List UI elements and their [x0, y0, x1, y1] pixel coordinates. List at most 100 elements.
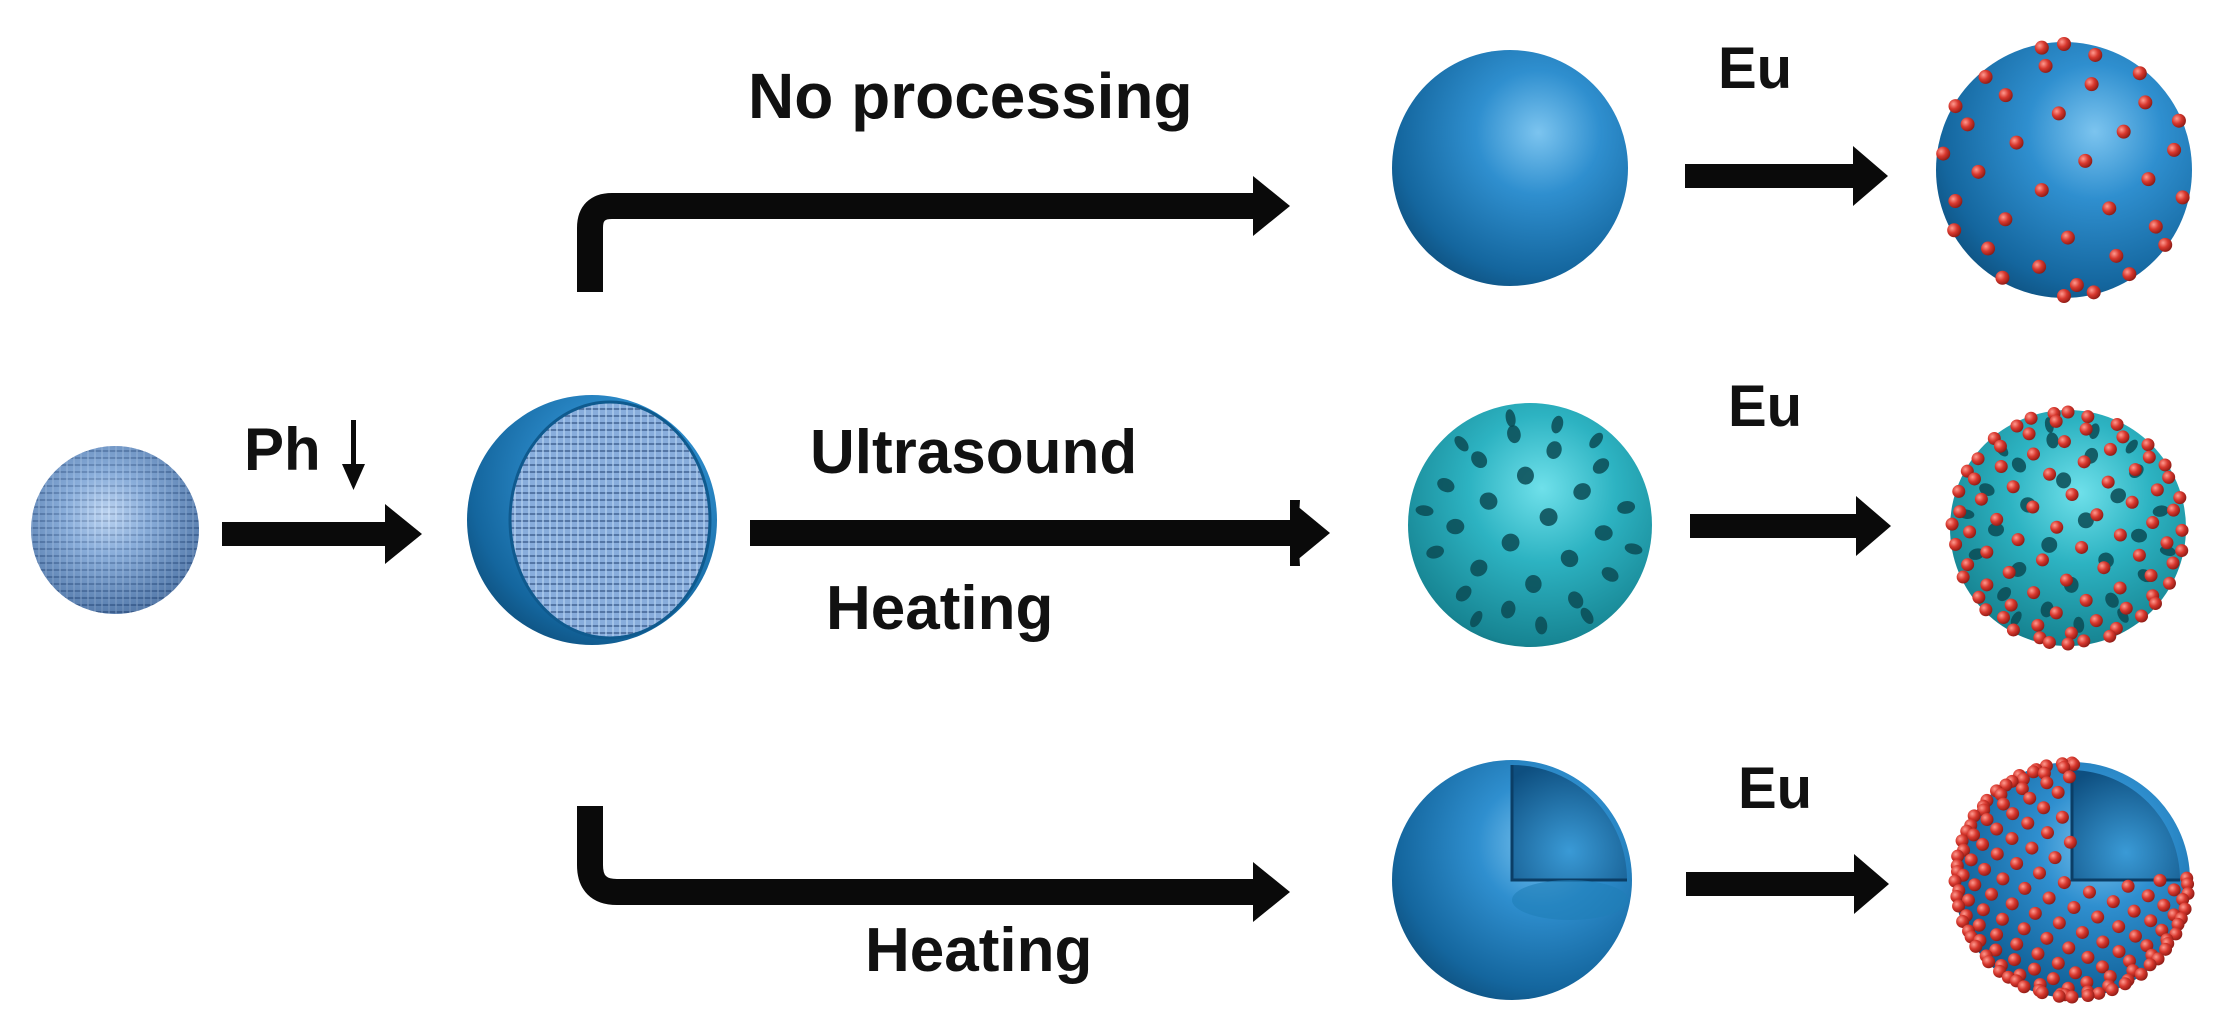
- eu-particle: [2051, 106, 2066, 121]
- eu-particle: [2040, 931, 2054, 945]
- eu-particle: [2121, 879, 2135, 893]
- eu-particle: [2101, 475, 2115, 489]
- eu-particle: [2034, 183, 2049, 198]
- pore: [2152, 505, 2169, 517]
- eu-particle: [2010, 419, 2024, 433]
- eu-particle: [2167, 883, 2181, 897]
- pore: [1592, 458, 1610, 474]
- eu-particle: [2160, 536, 2174, 550]
- eu-particle: [2023, 791, 2037, 805]
- eu-particle: [2132, 66, 2147, 81]
- pore: [1415, 505, 1434, 517]
- eu-particle: [1990, 928, 2004, 942]
- pore: [2011, 457, 2027, 473]
- arrow-eu-middle: [1690, 496, 1891, 556]
- eu-particle: [2141, 438, 2155, 452]
- eu-particle: [2119, 601, 2133, 615]
- eu-particle: [2048, 851, 2062, 865]
- eu-particle: [2146, 516, 2160, 530]
- eu-particle: [1995, 912, 2009, 926]
- eu-particle: [2150, 483, 2164, 497]
- eu-particle: [1982, 955, 1996, 969]
- eu-particle: [2063, 835, 2077, 849]
- eu-particle: [1974, 492, 1988, 506]
- eu-particle: [2027, 447, 2040, 461]
- eu-particle: [2106, 895, 2120, 909]
- eu-particle: [2067, 757, 2081, 771]
- eu-particle: [2038, 58, 2053, 73]
- eu-particle: [2097, 561, 2111, 575]
- eu-particle: [1980, 545, 1994, 559]
- eu-particle: [2051, 956, 2065, 970]
- eu-particle: [1999, 778, 2013, 792]
- pore: [1501, 533, 1520, 552]
- eu-particle: [1984, 887, 1998, 901]
- eu-particle: [2035, 553, 2049, 567]
- eu-particle: [2086, 285, 2101, 300]
- pore: [1997, 587, 2012, 602]
- pore: [1455, 585, 1472, 602]
- eu-particle: [2103, 629, 2117, 643]
- eu-particle: [1980, 812, 1994, 826]
- eu-particle: [2034, 40, 2049, 55]
- eu-particle: [2138, 95, 2153, 110]
- starting-textured-sphere: [31, 446, 199, 614]
- eu-particle: [1948, 99, 1963, 114]
- shell-with-core-sphere: [467, 395, 717, 645]
- eu-particle: [2118, 977, 2132, 991]
- eu-particle: [2032, 866, 2046, 880]
- eu-particle: [2042, 635, 2056, 649]
- arrow-eu-top: [1685, 146, 1888, 206]
- pore: [2105, 592, 2119, 608]
- eu-particle: [2031, 947, 2045, 961]
- eu-particle: [1995, 270, 2010, 285]
- eu-particle: [1967, 472, 1981, 486]
- eu-particle: [1990, 847, 2004, 861]
- eu-particle: [2004, 598, 2018, 612]
- eu-particle: [2064, 626, 2078, 640]
- label-eu-top: Eu: [1718, 36, 1793, 101]
- pore: [1479, 492, 1498, 510]
- eu-particle: [2141, 889, 2155, 903]
- eu-particle: [2021, 816, 2035, 830]
- eu-particle: [2065, 488, 2079, 502]
- eu-particle: [2002, 565, 2016, 579]
- eu-particle: [2052, 989, 2066, 1003]
- eu-decorated-hollow-sphere: [1948, 756, 2195, 1004]
- eu-particle: [1936, 146, 1951, 161]
- eu-particle: [2078, 153, 2093, 168]
- pore: [2010, 611, 2022, 626]
- eu-particle: [1967, 828, 1981, 842]
- eu-particle: [2049, 606, 2063, 620]
- eu-particle: [2167, 142, 2182, 157]
- eu-particle: [1952, 899, 1966, 913]
- eu-particle: [2162, 470, 2176, 484]
- eu-particle: [2158, 237, 2173, 252]
- pore: [1454, 436, 1469, 452]
- eu-particle: [2103, 442, 2117, 456]
- eu-particle: [2031, 618, 2045, 632]
- pore: [1580, 607, 1594, 624]
- eu-particle: [2042, 891, 2056, 905]
- eu-particle: [2006, 623, 2020, 637]
- eu-particle: [2057, 876, 2071, 890]
- eu-particle: [1976, 903, 1990, 917]
- arrow-ultrasound-heating: [750, 500, 1330, 566]
- label-no-processing: No processing: [748, 60, 1193, 132]
- eu-particle: [2022, 427, 2036, 441]
- eu-particle: [2043, 467, 2057, 481]
- pore: [1617, 501, 1636, 514]
- eu-particle: [1990, 512, 2004, 526]
- pore: [1988, 522, 2005, 537]
- arrow-heating: [577, 806, 1290, 922]
- eu-particle: [1998, 212, 2013, 227]
- eu-particle: [2102, 201, 2117, 216]
- pore: [1507, 425, 1521, 444]
- arrow-no-processing: [577, 176, 1290, 292]
- eu-particle: [1996, 872, 2010, 886]
- eu-particle: [2175, 544, 2189, 558]
- eu-particle: [2079, 422, 2093, 436]
- eu-particle: [2128, 463, 2142, 477]
- eu-particle: [2141, 172, 2156, 187]
- eu-particle: [2052, 916, 2066, 930]
